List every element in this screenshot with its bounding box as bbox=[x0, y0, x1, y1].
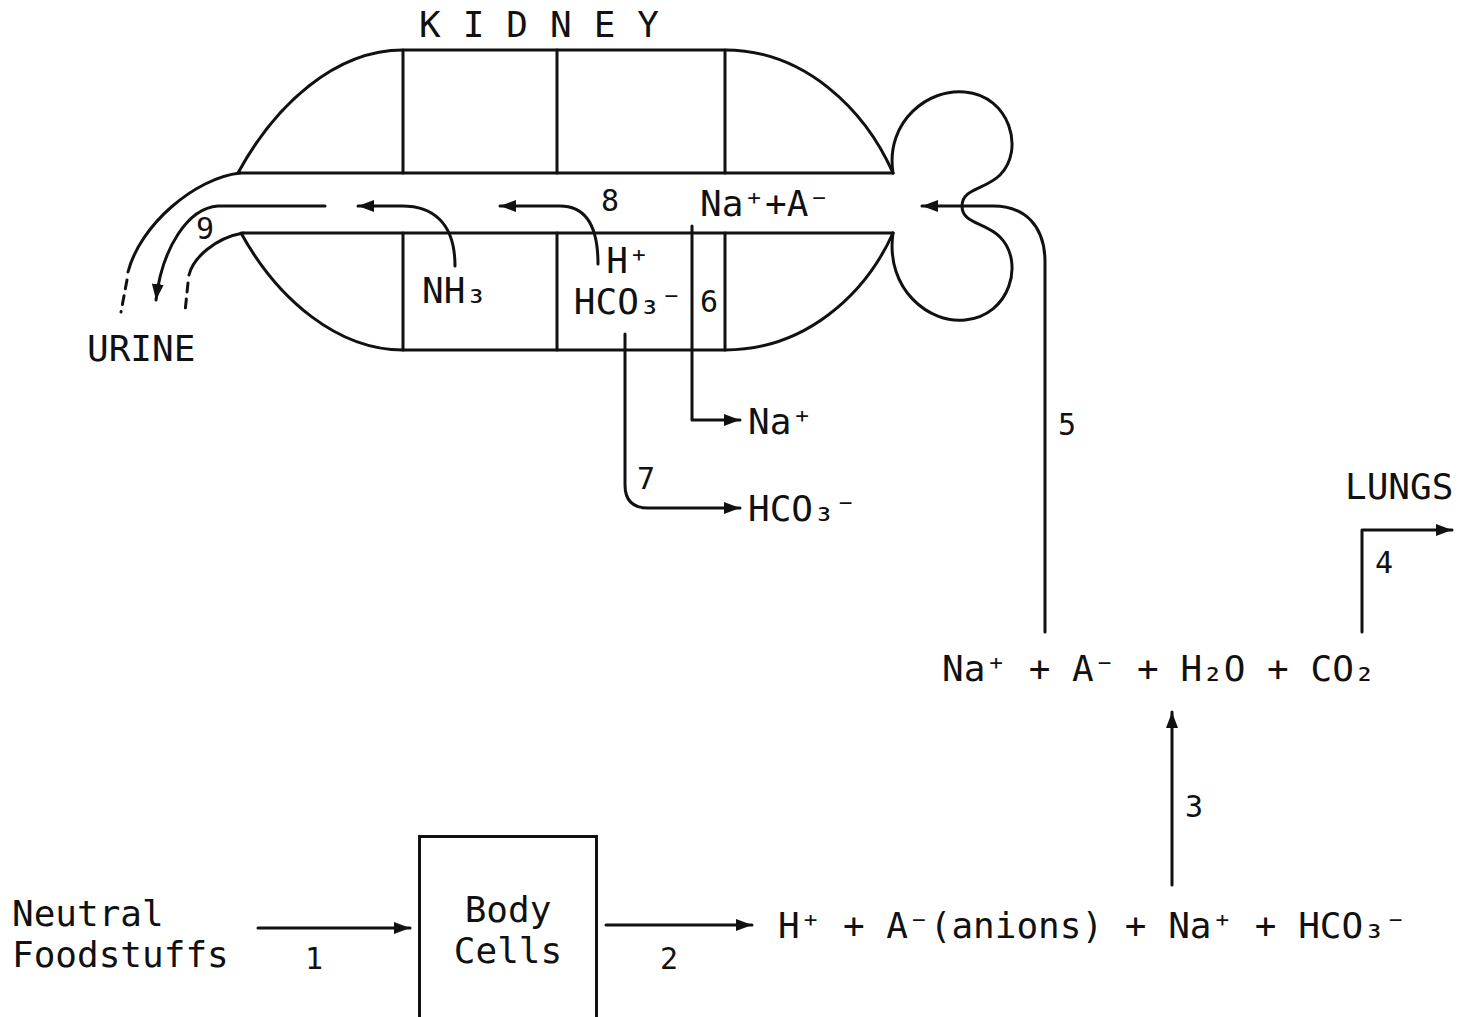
tubule-wall-top bbox=[240, 172, 893, 175]
process-box: Body Cells bbox=[418, 835, 598, 1017]
arrow-1 bbox=[258, 927, 410, 930]
kidney-outline-top bbox=[238, 50, 893, 173]
glomerular-capsule bbox=[892, 92, 1012, 321]
input-label: Neutral Foodstuffs bbox=[12, 893, 252, 976]
arrow-9 bbox=[156, 206, 325, 300]
arrow-7 bbox=[625, 334, 740, 508]
kidney-outline: KIDNEY Na⁺+A⁻ H⁺ HCO₃⁻ NH₃ bbox=[0, 0, 1100, 380]
ammonia-label: NH₃ bbox=[422, 270, 487, 311]
ureter-wall-left-dashed bbox=[121, 280, 127, 312]
box-label: Body Cells bbox=[433, 889, 583, 972]
cell-ions: H⁺ HCO₃⁻ bbox=[570, 240, 686, 323]
kidney-title: KIDNEY bbox=[419, 4, 681, 45]
ureter-wall-left bbox=[128, 173, 240, 272]
callout-number: 5 bbox=[1058, 408, 1076, 443]
tubule-wall-bottom bbox=[243, 232, 893, 235]
ion-label: HCO₃⁻ bbox=[748, 488, 856, 529]
formula-text: Na⁺ + A⁻ + H₂O + CO₂ bbox=[942, 648, 1375, 689]
callout-number: 6 bbox=[700, 285, 718, 320]
arrow-2 bbox=[606, 924, 752, 927]
callout-number: 7 bbox=[637, 462, 655, 497]
ion-label: Na⁺ bbox=[748, 401, 813, 442]
callout-number: 8 bbox=[601, 184, 619, 219]
cell-walls bbox=[403, 50, 725, 350]
callout-number: 4 bbox=[1375, 546, 1393, 581]
arrow-8 bbox=[500, 206, 598, 264]
kidney-drawing bbox=[0, 0, 1100, 380]
callout-number: 3 bbox=[1185, 790, 1203, 825]
ammonia-arrow bbox=[358, 206, 455, 266]
formula-text: H⁺ + A⁻(anions) + Na⁺ + HCO₃⁻ bbox=[778, 905, 1407, 946]
callout-number: 1 bbox=[305, 942, 323, 977]
arrow-group bbox=[156, 206, 1452, 928]
callout-number: 9 bbox=[196, 212, 214, 247]
lungs-label: LUNGS bbox=[1345, 466, 1453, 507]
ureter-wall-right-dashed bbox=[185, 283, 188, 312]
kidney-outline-bottom bbox=[241, 233, 893, 350]
arrow-5 bbox=[922, 206, 1045, 632]
callout-number: 2 bbox=[660, 942, 678, 977]
arrow-4 bbox=[1362, 530, 1452, 632]
arrow-6 bbox=[692, 226, 740, 420]
tubule-contents: Na⁺+A⁻ bbox=[700, 183, 830, 224]
arrow-3 bbox=[1171, 712, 1174, 885]
urine-label: URINE bbox=[87, 328, 195, 369]
